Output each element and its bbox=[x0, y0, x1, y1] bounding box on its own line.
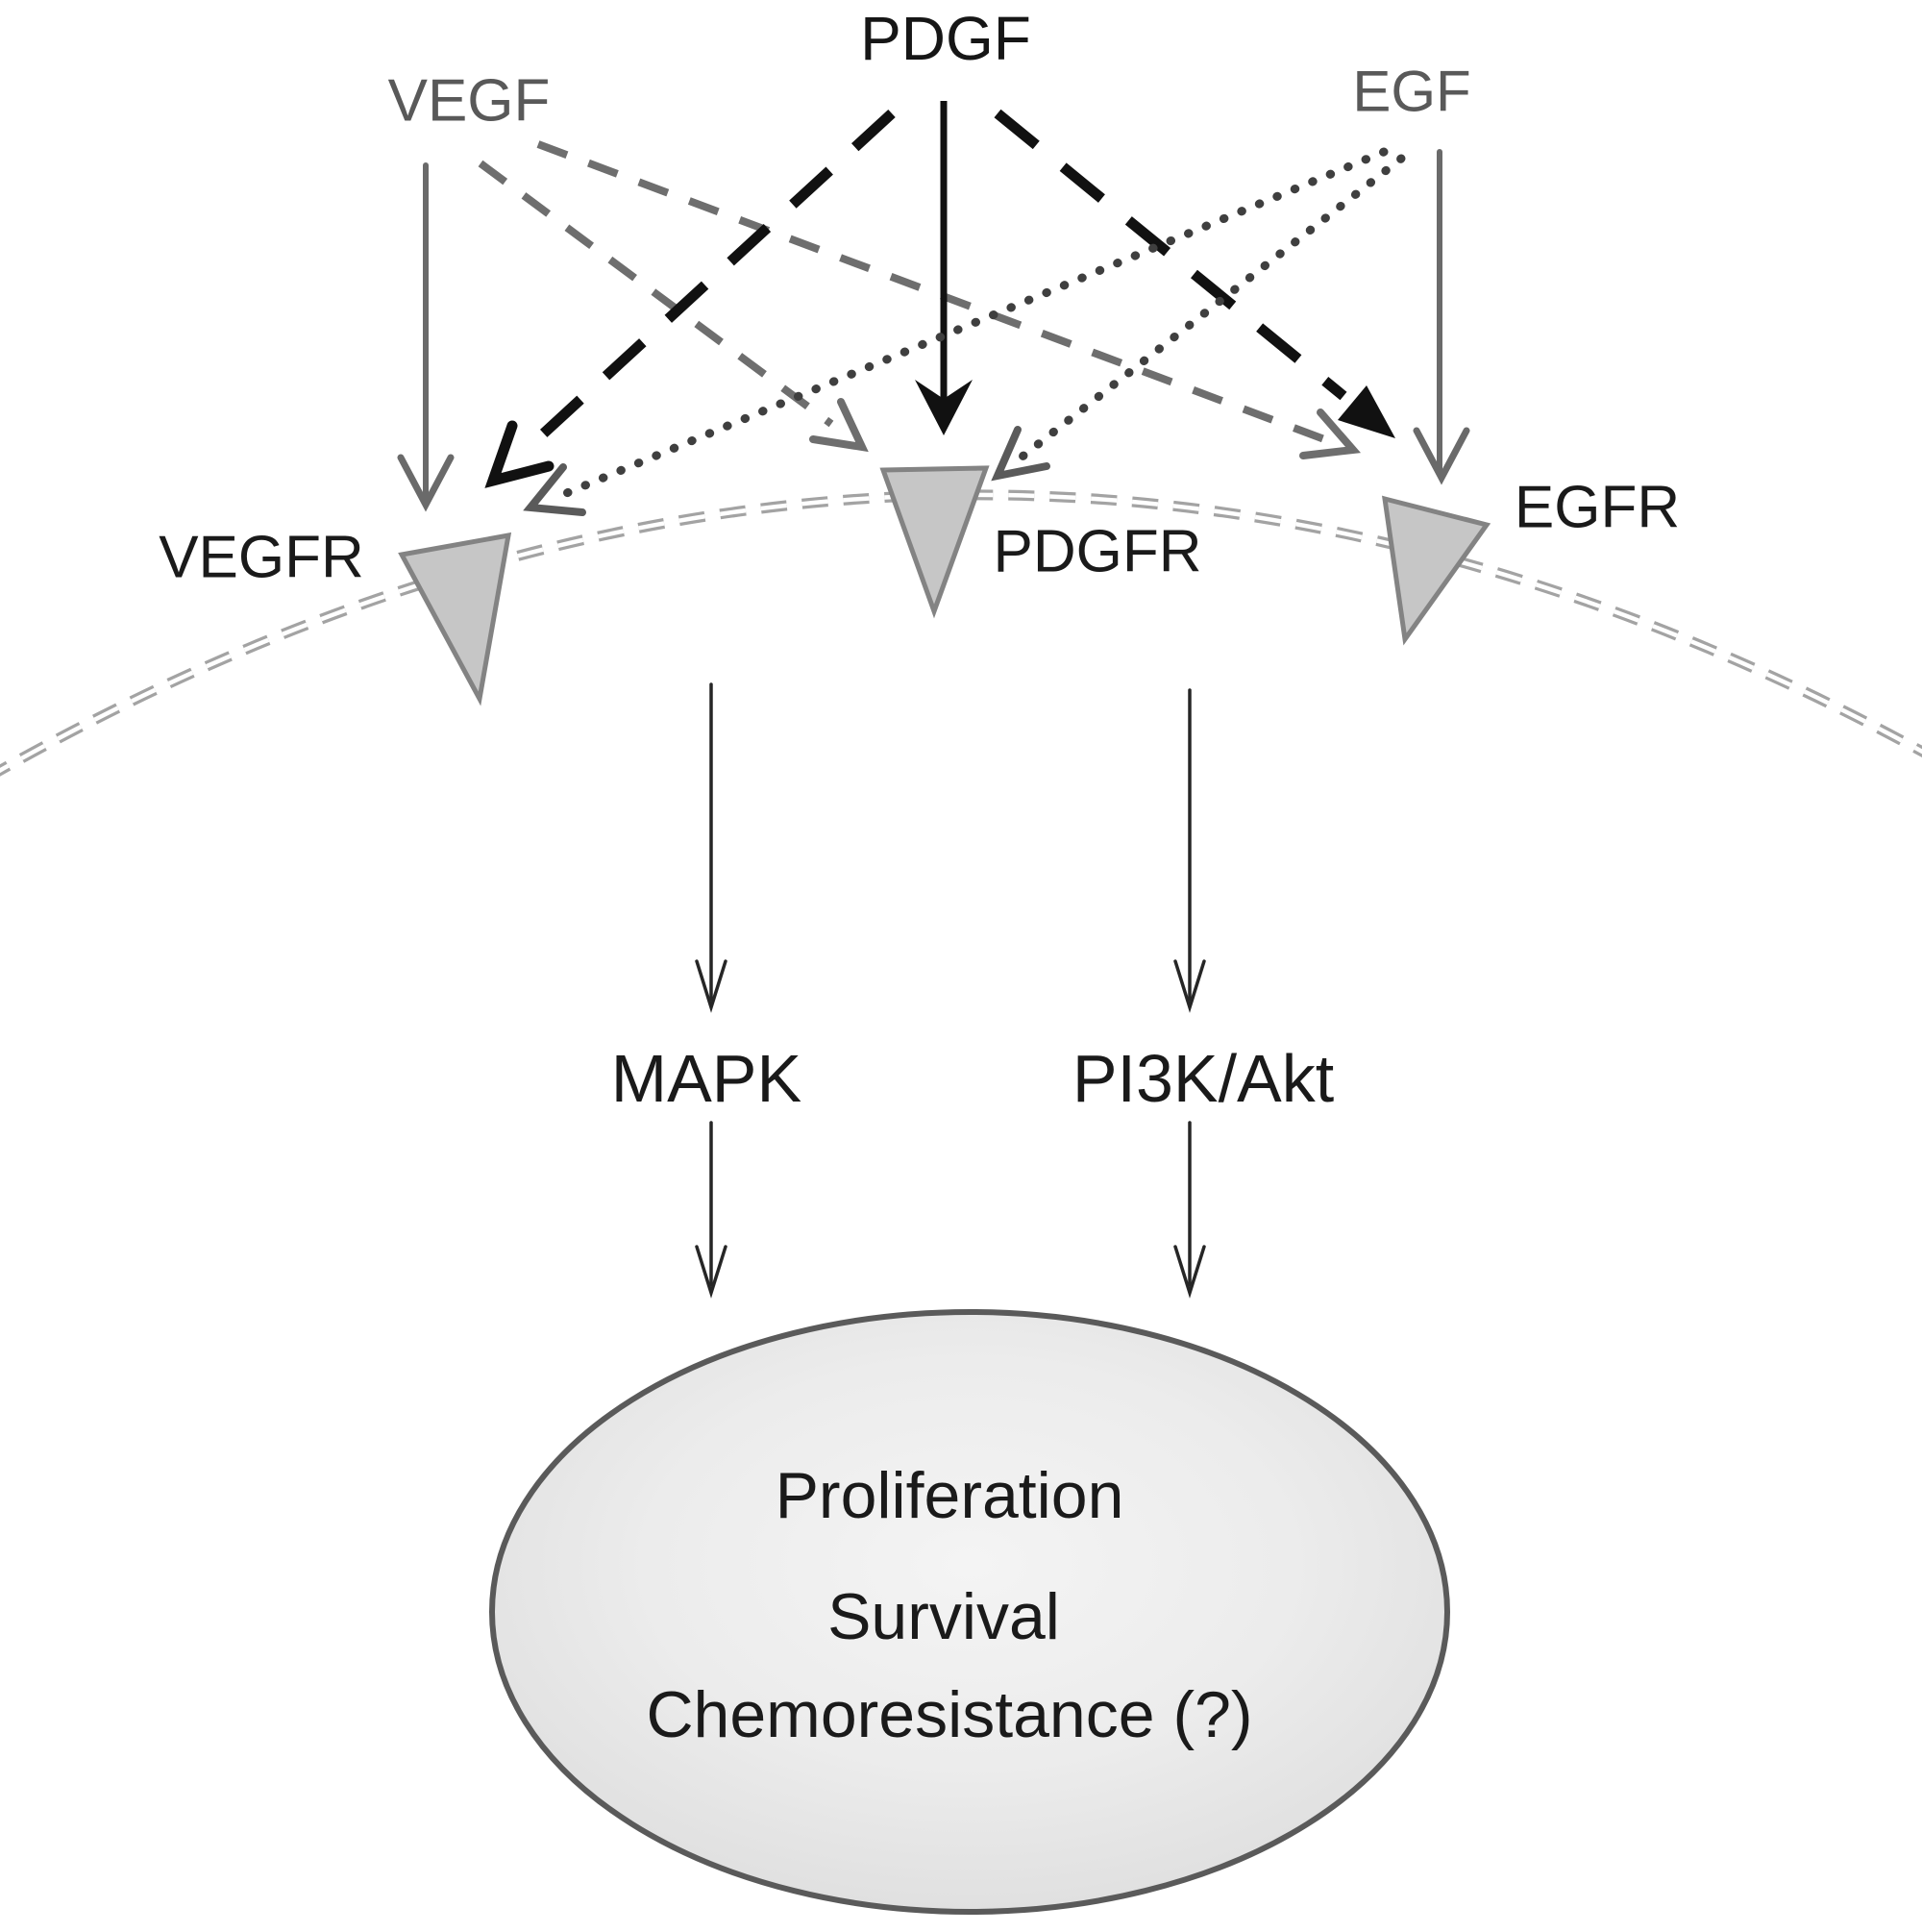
arrow-egf-to-pdgfr-head bbox=[991, 426, 1050, 482]
arrow-vegf-to-pdgfr-shaft bbox=[478, 160, 834, 428]
arrow-egf-to-pdgfr bbox=[991, 154, 1406, 482]
egfr-label: EGFR bbox=[1515, 475, 1680, 541]
arrow-egf-to-egfr bbox=[1413, 149, 1470, 485]
arrow-egf-to-egfr-head bbox=[1413, 427, 1470, 485]
outcome-ellipse bbox=[489, 1309, 1450, 1915]
arrow-pi3k-to-outcomes-head bbox=[1173, 1245, 1206, 1299]
arrow-pdgf-to-egfr-shaft bbox=[994, 109, 1347, 401]
vegf-label: VEGF bbox=[388, 68, 551, 135]
outcome-proliferation-label: Proliferation bbox=[776, 1459, 1124, 1532]
arrow-pdgf-to-vegfr bbox=[484, 109, 896, 488]
arrow-egf-to-pdgfr-shaft bbox=[1014, 154, 1406, 464]
receptor-triangles bbox=[398, 465, 1491, 706]
signal-arrows bbox=[695, 682, 1206, 1299]
arrow-mapk-to-outcomes-head bbox=[695, 1245, 727, 1299]
arrow-egf-to-vegfr-shaft bbox=[553, 147, 1389, 502]
arrow-egf-to-vegfr bbox=[523, 147, 1389, 516]
vegfr-receptor-triangle bbox=[398, 532, 512, 706]
vegfr-label: VEGFR bbox=[159, 525, 364, 591]
arrow-pdgf-to-egfr bbox=[994, 109, 1395, 438]
arrow-vegf-to-pdgfr-head bbox=[809, 398, 869, 453]
arrow-vegf-to-egfr-head bbox=[1299, 409, 1362, 459]
arrow-vegf-to-vegfr bbox=[397, 162, 455, 512]
arrow-pdgf-to-vegfr-shaft bbox=[521, 109, 896, 456]
outcome-survival-label: Survival bbox=[827, 1580, 1060, 1653]
arrow-vegf-to-egfr-shaft bbox=[536, 140, 1326, 443]
arrow-pdgf-to-egfr-head bbox=[1338, 385, 1395, 438]
arrow-vegf-to-vegfr-head bbox=[397, 454, 455, 512]
arrow-receptor-to-mapk-head bbox=[695, 959, 727, 1013]
pi3k-akt-label: PI3K/Akt bbox=[1072, 1041, 1334, 1116]
arrow-pdgf-to-pdgfr bbox=[915, 101, 973, 435]
pdgfr-label: PDGFR bbox=[994, 519, 1202, 585]
arrow-pdgf-to-pdgfr-head bbox=[915, 380, 973, 435]
outcome-chemoresistance-label: Chemoresistance (?) bbox=[646, 1678, 1252, 1751]
pdgf-label: PDGF bbox=[860, 4, 1031, 73]
arrow-vegf-to-egfr bbox=[536, 140, 1362, 459]
cell-membrane bbox=[0, 489, 1922, 777]
arrow-egf-to-vegfr-head bbox=[523, 463, 586, 516]
arrow-vegf-to-pdgfr bbox=[478, 160, 869, 453]
pdgfr-receptor-triangle bbox=[879, 465, 990, 619]
egf-label: EGF bbox=[1352, 60, 1470, 124]
egfr-receptor-triangle bbox=[1381, 495, 1491, 646]
cell-membrane-inner-line bbox=[0, 492, 1922, 774]
arrow-receptor-to-pi3k-head bbox=[1173, 959, 1206, 1013]
arrow-pdgf-to-vegfr-head bbox=[484, 420, 554, 488]
mapk-label: MAPK bbox=[611, 1041, 801, 1116]
